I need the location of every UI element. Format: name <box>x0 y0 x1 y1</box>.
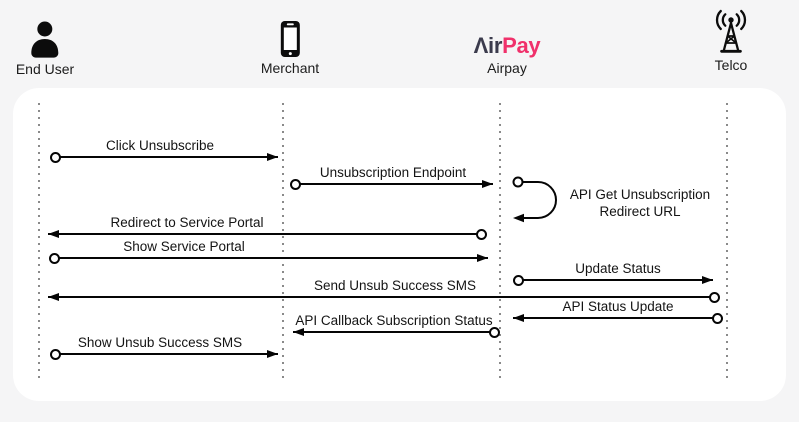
arrow-head <box>293 328 304 336</box>
self-message-label-line2: Redirect URL <box>599 203 681 219</box>
self-message-label: API Get Unsubscription Redirect URL <box>570 187 710 220</box>
arrow-head <box>267 153 278 161</box>
message-label: Redirect to Service Portal <box>110 215 264 230</box>
source-circle <box>290 178 301 190</box>
message-arrow-line <box>49 252 488 264</box>
actor-label: Telco <box>714 57 748 73</box>
actor-airpay: ΛirPay Airpay <box>474 16 541 76</box>
source-circle <box>513 274 524 286</box>
message-arrow-line <box>48 291 720 303</box>
message-label: Show Unsub Success SMS <box>77 335 243 350</box>
message-arrow-line <box>290 178 493 190</box>
airpay-logo-air: Λir <box>473 33 503 58</box>
actor-label: End User <box>15 61 75 77</box>
smartphone-icon <box>279 16 300 58</box>
source-circle <box>49 252 60 264</box>
source-circle <box>476 228 487 240</box>
source-circle <box>50 348 61 360</box>
message-arrow-line <box>50 151 278 163</box>
arrow-head <box>267 350 278 358</box>
self-message-label-line1: API Get Unsubscription <box>569 187 711 202</box>
message-api-get-unsubscription-redirect-url <box>510 174 562 224</box>
lifeline-merchant <box>282 103 284 380</box>
airpay-logo: ΛirPay <box>474 16 541 58</box>
message-label: Unsubscription Endpoint <box>319 165 467 180</box>
actor-merchant: Merchant <box>261 16 319 76</box>
actor-label: Airpay <box>487 60 527 76</box>
message-arrow-line <box>513 312 723 324</box>
arrow-head <box>482 180 493 188</box>
arrow-head <box>477 254 488 262</box>
lifeline-end-user <box>38 103 40 380</box>
arrow-head <box>513 314 524 322</box>
message-arrow-line <box>293 326 500 338</box>
arrow-head <box>48 293 59 301</box>
message-label: Click Unsubscribe <box>105 138 215 153</box>
source-circle <box>50 151 61 163</box>
actor-telco: Telco <box>711 9 751 73</box>
lifeline-airpay <box>499 103 501 380</box>
message-arrow-line <box>50 348 278 360</box>
diagram-panel <box>13 88 786 401</box>
message-arrow-line <box>48 228 487 240</box>
message-label: Update Status <box>575 261 661 276</box>
source-circle <box>709 291 720 303</box>
message-label: Send Unsub Success SMS <box>313 278 477 293</box>
arrow-head <box>48 230 59 238</box>
source-circle <box>712 312 723 324</box>
actor-end-user: End User <box>16 17 74 77</box>
message-label: API Status Update <box>562 299 674 314</box>
person-icon <box>28 17 62 59</box>
arrow-head <box>702 276 713 284</box>
actor-label: Merchant <box>260 60 320 76</box>
message-label: Show Service Portal <box>123 239 245 254</box>
source-circle <box>489 326 500 338</box>
airpay-logo-pay: Pay <box>502 33 541 58</box>
message-arrow-line <box>513 274 713 286</box>
message-label: API Callback Subscription Status <box>295 313 493 328</box>
radio-tower-icon <box>711 9 751 55</box>
lifeline-telco <box>726 103 728 380</box>
